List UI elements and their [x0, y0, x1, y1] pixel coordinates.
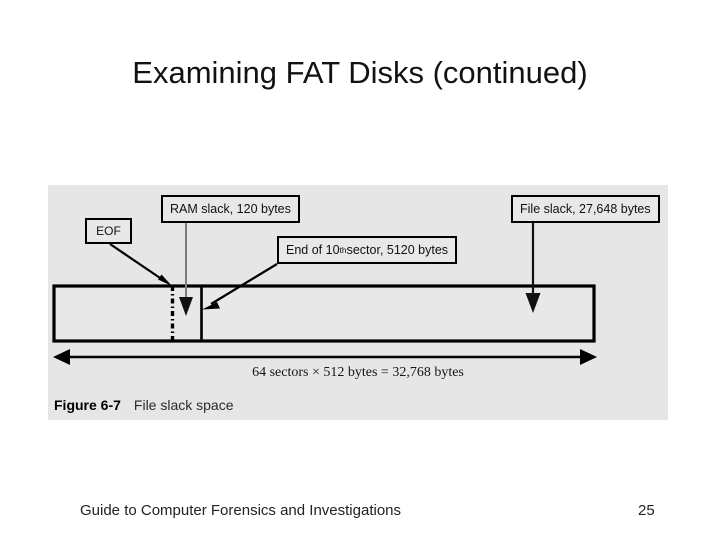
callout-eof: EOF: [85, 218, 132, 244]
footer-text: Guide to Computer Forensics and Investig…: [80, 502, 401, 519]
callout-end-of-sector-prefix: End of 10: [286, 242, 340, 257]
sector-run-bar: [52, 284, 596, 343]
end-of-sector-leader-arrow: [202, 263, 278, 310]
total-length-dimension-arrow: [53, 349, 597, 365]
page-title: Examining FAT Disks (continued): [132, 55, 588, 90]
eof-leader-arrow: [109, 243, 172, 286]
figure-caption: Figure 6-7 File slack space: [54, 397, 234, 413]
callout-ram-slack: RAM slack, 120 bytes: [161, 195, 300, 223]
file-slack-leader-arrow: [525, 223, 541, 313]
ram-slack-leader-arrow: [179, 223, 193, 316]
figure-caption-text: File slack space: [133, 397, 234, 413]
footer-page-number: 25: [638, 502, 655, 519]
dimension-caption: 64 sectors × 512 bytes = 32,768 bytes: [252, 365, 464, 380]
file-slack-diagram: [52, 223, 597, 365]
callout-file-slack: File slack, 27,648 bytes: [511, 195, 660, 223]
callout-end-of-sector-suffix: sector, 5120 bytes: [346, 242, 449, 257]
figure-caption-number: Figure 6-7: [54, 397, 121, 413]
